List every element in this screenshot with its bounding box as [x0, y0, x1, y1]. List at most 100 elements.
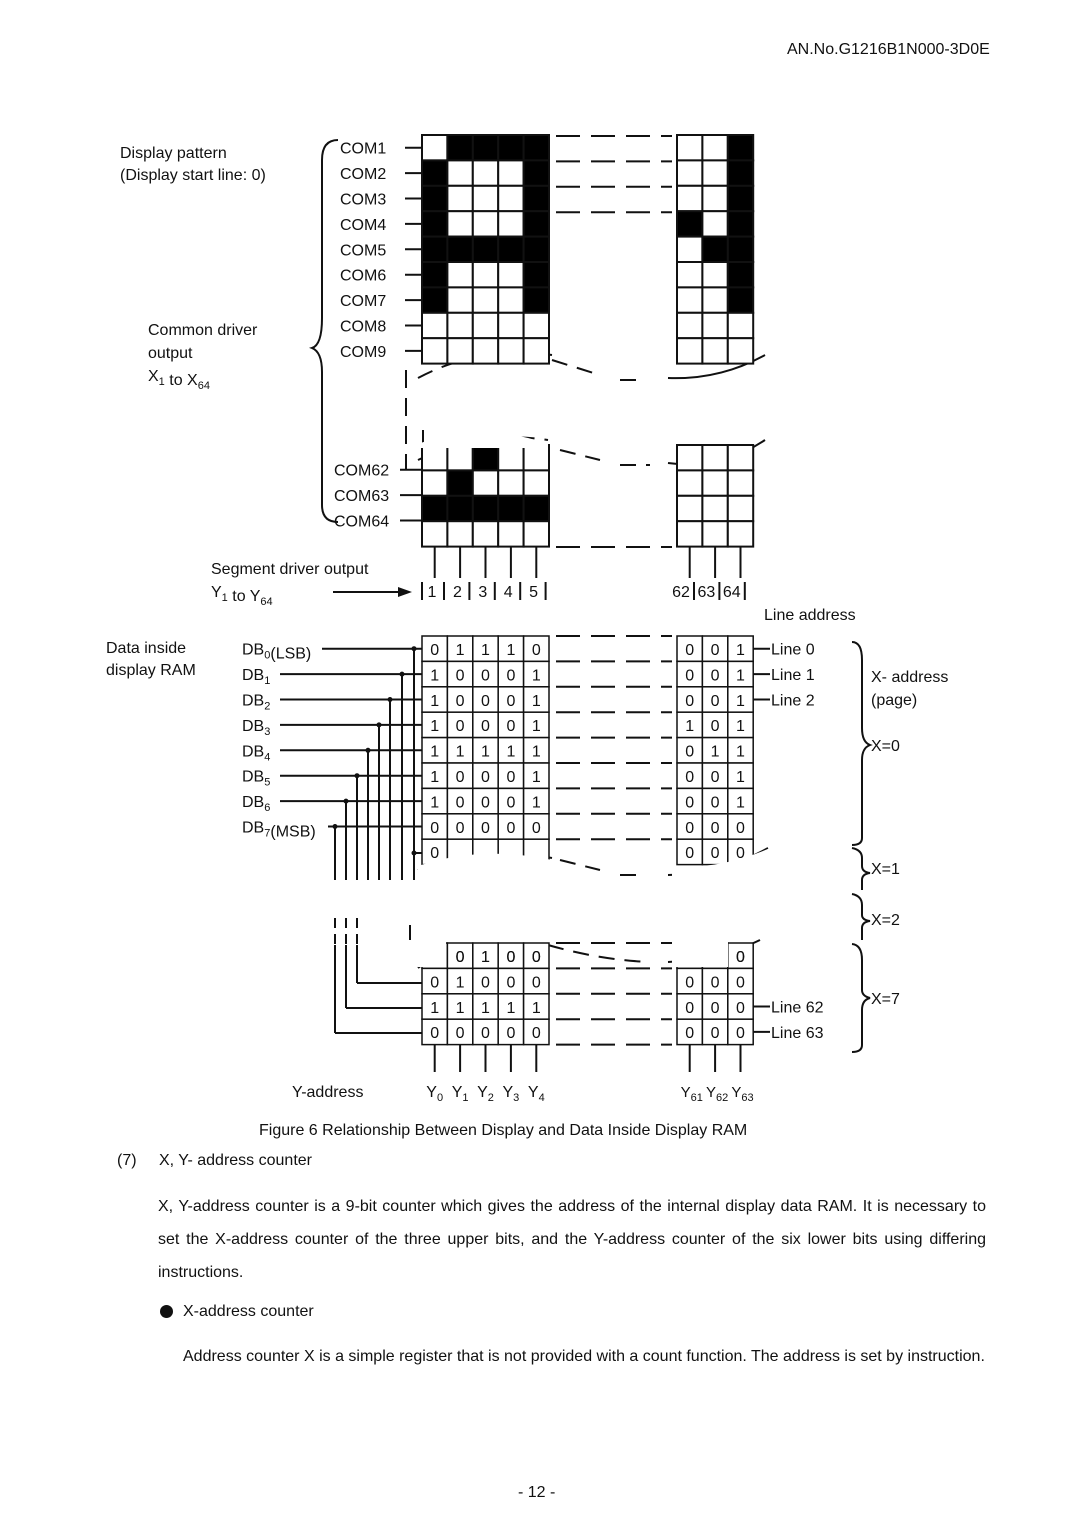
ram-top-right-bit: 1 [736, 769, 745, 786]
ram-bottom-right-bit: 0 [736, 1000, 745, 1017]
pattern-bottom-left-pixel [446, 444, 474, 472]
pattern-top-right-pixel [726, 286, 755, 314]
pattern-top-right-pixel [676, 311, 704, 340]
break-mask [418, 853, 552, 900]
ram-top-left-bit: 1 [430, 667, 439, 684]
segment-number: 4 [504, 584, 513, 601]
segment-number: 5 [529, 584, 538, 601]
ram-top-right-bit: 1 [736, 744, 745, 761]
ram-bottom-right-bit: 0 [736, 949, 745, 966]
segment-number: 2 [453, 584, 462, 601]
pattern-top-left-pixel [497, 286, 525, 314]
pattern-top-right-pixel [726, 311, 755, 340]
bullet-paragraph: Address counter X is a simple register t… [183, 1348, 985, 1365]
pattern-top-left-pixel [446, 235, 474, 264]
pattern-top-left-pixel [421, 261, 449, 289]
ram-top-left-bit: 0 [481, 769, 490, 786]
ram-top-left-cell [472, 787, 499, 815]
ram-top-left-bit: 1 [430, 744, 439, 761]
y-address-value: Y0 [426, 1084, 443, 1104]
pattern-bottom-right-pixel [676, 469, 704, 497]
pattern-top-left-pixel [522, 159, 550, 187]
ram-top-right-cell [701, 736, 729, 764]
ram-top-left-bit: 0 [506, 693, 515, 710]
wave-break-line [547, 944, 651, 963]
ram-top-left-bit: 0 [456, 667, 465, 684]
x7-brace [851, 943, 871, 1053]
ram-top-left-bit: 1 [506, 744, 515, 761]
pattern-top-left-pixel [522, 337, 550, 365]
pattern-top-left-pixel [421, 286, 449, 314]
ram-top-right-bit: 1 [736, 667, 745, 684]
db-label-2: DB2 [242, 693, 270, 713]
pattern-top-right-pixel [676, 134, 704, 162]
ram-bottom-left-bit: 0 [481, 974, 490, 991]
ram-bottom-left-cell [497, 993, 525, 1020]
pattern-top-left-pixel [446, 337, 474, 365]
pattern-top-left-pixel [471, 184, 500, 213]
ram-top-left-cell [497, 736, 525, 764]
x2-brace [851, 893, 871, 940]
ram-top-right-bit: 0 [685, 667, 694, 684]
com-label-64: COM64 [334, 514, 389, 531]
pattern-top-left-pixel [497, 210, 525, 238]
ram-top-left-cell [421, 787, 449, 815]
ram-top-right-bit: 0 [685, 794, 694, 811]
pattern-top-left-pixel [446, 134, 474, 162]
pattern-top-right-pixel [676, 159, 704, 187]
y-address-value: Y1 [452, 1084, 469, 1104]
pattern-top-left-pixel [497, 337, 525, 365]
ram-bottom-left-bit: 1 [430, 1000, 439, 1017]
common-driver-label: Common driver [148, 322, 258, 339]
ram-top-right-cell [701, 813, 729, 840]
com-label-62: COM62 [334, 463, 389, 480]
x-address-7: X=7 [871, 991, 900, 1008]
pattern-top-left-pixel [522, 235, 550, 264]
pattern-bottom-left-pixel [421, 469, 449, 497]
junction-dot [387, 697, 393, 702]
pattern-top-left-pixel [471, 337, 500, 365]
ram-top-left-bit: 1 [532, 744, 541, 761]
display-pattern-label: Display pattern [120, 145, 227, 162]
segment-number: 63 [698, 584, 716, 601]
ram-top-right-bit: 0 [711, 769, 720, 786]
section-number: (7) [117, 1152, 137, 1169]
ram-top-left-cell [522, 787, 550, 815]
segment-number: 3 [478, 584, 487, 601]
ram-bottom-left-bit: 0 [456, 949, 465, 966]
ram-top-right-cell [727, 660, 754, 688]
display-ram-figure: COM1COM2COM3COM4COM5COM6COM7COM8COM9COM6… [106, 134, 948, 1104]
ram-top-left-bit: 0 [506, 718, 515, 735]
db-label-4: DB4 [242, 743, 270, 763]
ram-top-right-bit: 0 [685, 769, 694, 786]
pattern-bottom-left-pixel [497, 469, 525, 497]
ram-bottom-left-bit: 1 [532, 1000, 541, 1017]
ram-top-right-bit: 1 [736, 794, 745, 811]
ram-bottom-right-bit: 0 [711, 1000, 720, 1017]
pattern-bottom-right-pixel [726, 469, 755, 497]
pattern-bottom-left-pixel [497, 444, 525, 472]
ram-top-left-cell [446, 711, 474, 739]
ram-bottom-right-bit: 0 [711, 974, 720, 991]
ram-top-left-cell [421, 813, 449, 840]
ram-top-left-bit: 0 [456, 794, 465, 811]
ram-bottom-left-bit: 0 [456, 949, 465, 966]
com-label-4: COM4 [340, 217, 386, 234]
ram-top-left-bit: 1 [481, 642, 490, 659]
pattern-bottom-left-pixel [446, 494, 474, 523]
pattern-top-right-pixel [726, 337, 755, 365]
ram-bottom-left-bit: 1 [506, 1000, 515, 1017]
x-address-label: X- address [871, 669, 948, 686]
com-label-63: COM63 [334, 488, 389, 505]
ram-bottom-left-cell [522, 1018, 550, 1046]
ram-bottom-left-cell [522, 942, 550, 970]
pattern-top-left-pixel [446, 184, 474, 213]
pattern-top-right-pixel [701, 337, 729, 365]
bullet-title: X-address counter [183, 1303, 314, 1320]
pattern-top-left-pixel [471, 261, 500, 289]
ram-bottom-left-bit: 0 [430, 1025, 439, 1042]
ram-top-right-bit: 0 [685, 642, 694, 659]
y-address-value: Y4 [528, 1084, 545, 1104]
ram-bottom-right-bit: 0 [685, 1000, 694, 1017]
pattern-top-right-pixel [701, 311, 729, 340]
